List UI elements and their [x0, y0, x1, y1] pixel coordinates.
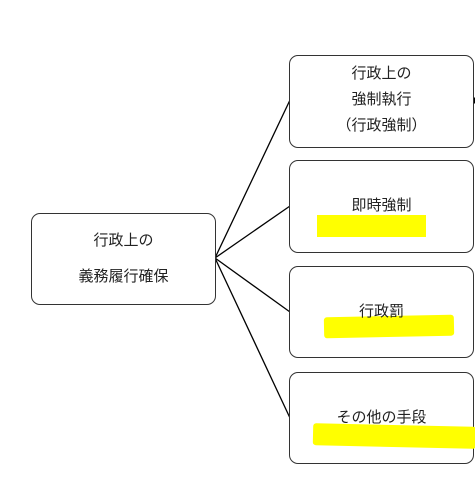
branch-node-other-means[interactable]: その他の手段 — [289, 372, 475, 464]
branch-node-immediate-coercion[interactable]: 即時強制 — [289, 160, 474, 253]
branch-1-line-3: （行政強制） — [336, 116, 427, 134]
connector-3 — [214, 257, 291, 313]
root-line-2: 義務履行確保 — [78, 267, 169, 285]
connector-2 — [214, 205, 291, 259]
branch-node-enforcement[interactable]: 行政上の 強制執行 （行政強制） — [289, 55, 474, 148]
root-node[interactable]: 行政上の 義務履行確保 — [31, 213, 216, 305]
branch-1-line-1: 行政上の — [351, 64, 412, 82]
root-line-1: 行政上の — [93, 231, 154, 249]
connector-1 — [214, 99, 291, 259]
highlight-mark — [317, 215, 426, 237]
connector-4 — [214, 257, 291, 419]
branch-3-label: 行政罰 — [358, 302, 404, 320]
highlight-mark — [312, 423, 475, 449]
branch-1-line-2: 強制執行 — [351, 90, 412, 108]
branch-2-label: 即時強制 — [351, 196, 412, 214]
branch-node-administrative-penalty[interactable]: 行政罰 — [289, 266, 474, 358]
branch-4-label: その他の手段 — [336, 408, 427, 426]
